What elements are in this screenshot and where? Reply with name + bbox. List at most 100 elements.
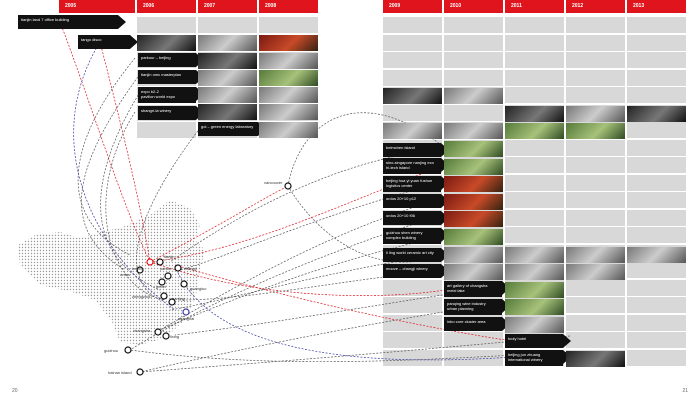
project-tag: inbo core cluster area xyxy=(444,317,510,331)
project-photo xyxy=(444,247,503,263)
project-photo xyxy=(259,70,318,86)
grid-cell xyxy=(566,332,625,348)
project-tag: beimchen island xyxy=(383,143,449,157)
grid-cell xyxy=(627,139,686,156)
project-photo xyxy=(259,53,318,69)
project-photo xyxy=(566,123,625,139)
grid-cell xyxy=(505,209,564,226)
project-photo xyxy=(259,104,318,120)
grid-cell xyxy=(566,87,625,103)
marker-shanghai xyxy=(182,308,190,316)
project-tag: ordos 20+10 p12 xyxy=(383,194,449,208)
marker-hebei xyxy=(158,278,166,286)
marker-changsha xyxy=(154,328,162,336)
grid-cell xyxy=(566,17,625,33)
city-label: guizhou xyxy=(104,348,118,353)
marker-tianjin xyxy=(156,258,164,266)
project-photo xyxy=(198,87,257,103)
project-photo xyxy=(505,247,564,263)
grid-cell xyxy=(627,52,686,68)
grid-cell xyxy=(444,104,503,121)
project-photo xyxy=(259,122,318,138)
grid-cell xyxy=(198,17,257,33)
city-label: hebei xyxy=(156,284,166,289)
city-label: zhengzhou xyxy=(132,294,152,299)
city-label: hainan island xyxy=(108,370,132,375)
project-photo xyxy=(198,70,257,86)
grid-cell xyxy=(627,157,686,173)
marker-lixing xyxy=(162,332,170,340)
grid-cell xyxy=(566,209,625,226)
project-photo xyxy=(259,87,318,103)
grid-cell xyxy=(627,297,686,313)
grid-cell xyxy=(444,332,503,348)
city-label: guangluo xyxy=(190,286,207,291)
grid-cell xyxy=(566,174,625,191)
grid-cell xyxy=(627,122,686,138)
marker-changji xyxy=(174,264,182,272)
page-number-right: 21 xyxy=(682,388,688,394)
grid-cell xyxy=(627,279,686,296)
project-photo xyxy=(505,299,564,315)
project-tag: tianjin land 7 office building xyxy=(18,15,126,29)
city-label: vancouver xyxy=(264,180,283,185)
city-label: changsha xyxy=(133,328,151,333)
grid-cell xyxy=(383,52,442,68)
grid-cell xyxy=(444,34,503,51)
year-2013: 2013 xyxy=(627,0,686,13)
grid-cell xyxy=(627,332,686,348)
marker-vancouver xyxy=(284,182,292,190)
grid-cell xyxy=(137,17,196,33)
grid-cell xyxy=(566,279,625,296)
grid-cell xyxy=(505,87,564,103)
project-photo xyxy=(383,123,442,139)
grid-cell xyxy=(505,174,564,191)
grid-cell xyxy=(505,34,564,51)
grid-cell xyxy=(505,69,564,86)
grid-cell xyxy=(627,262,686,278)
year-2010: 2010 xyxy=(444,0,503,13)
grid-cell xyxy=(505,192,564,208)
grid-cell xyxy=(627,227,686,243)
project-tag: tango disco xyxy=(78,35,138,49)
grid-cell xyxy=(566,69,625,86)
grid-cell xyxy=(444,349,503,366)
grid-cell xyxy=(566,192,625,208)
project-photo xyxy=(505,264,564,280)
marker-hainan xyxy=(136,368,144,376)
project-photo xyxy=(566,351,625,367)
city-label: lixing xyxy=(170,334,179,339)
grid-cell xyxy=(505,17,564,33)
city-label: beijing xyxy=(132,266,144,271)
project-photo xyxy=(505,106,564,122)
grid-cell xyxy=(383,17,442,33)
grid-cell xyxy=(627,192,686,208)
project-photo xyxy=(383,88,442,104)
year-2012: 2012 xyxy=(566,0,625,13)
year-2006: 2006 xyxy=(137,0,196,13)
grid-cell xyxy=(505,157,564,173)
grid-cell xyxy=(444,52,503,68)
project-photo xyxy=(444,211,503,227)
grid-cell xyxy=(566,227,625,243)
grid-cell xyxy=(137,122,196,138)
project-tag: moove – changji winery xyxy=(383,264,449,278)
project-photo xyxy=(198,35,257,51)
project-photo xyxy=(444,141,503,157)
grid-cell xyxy=(383,349,442,366)
project-photo xyxy=(444,194,503,210)
project-photo xyxy=(505,282,564,298)
project-photo xyxy=(259,35,318,51)
year-2007: 2007 xyxy=(198,0,257,13)
grid-cell xyxy=(566,34,625,51)
project-photo xyxy=(566,106,625,122)
marker-yantai xyxy=(164,272,172,280)
project-photo xyxy=(566,247,625,263)
